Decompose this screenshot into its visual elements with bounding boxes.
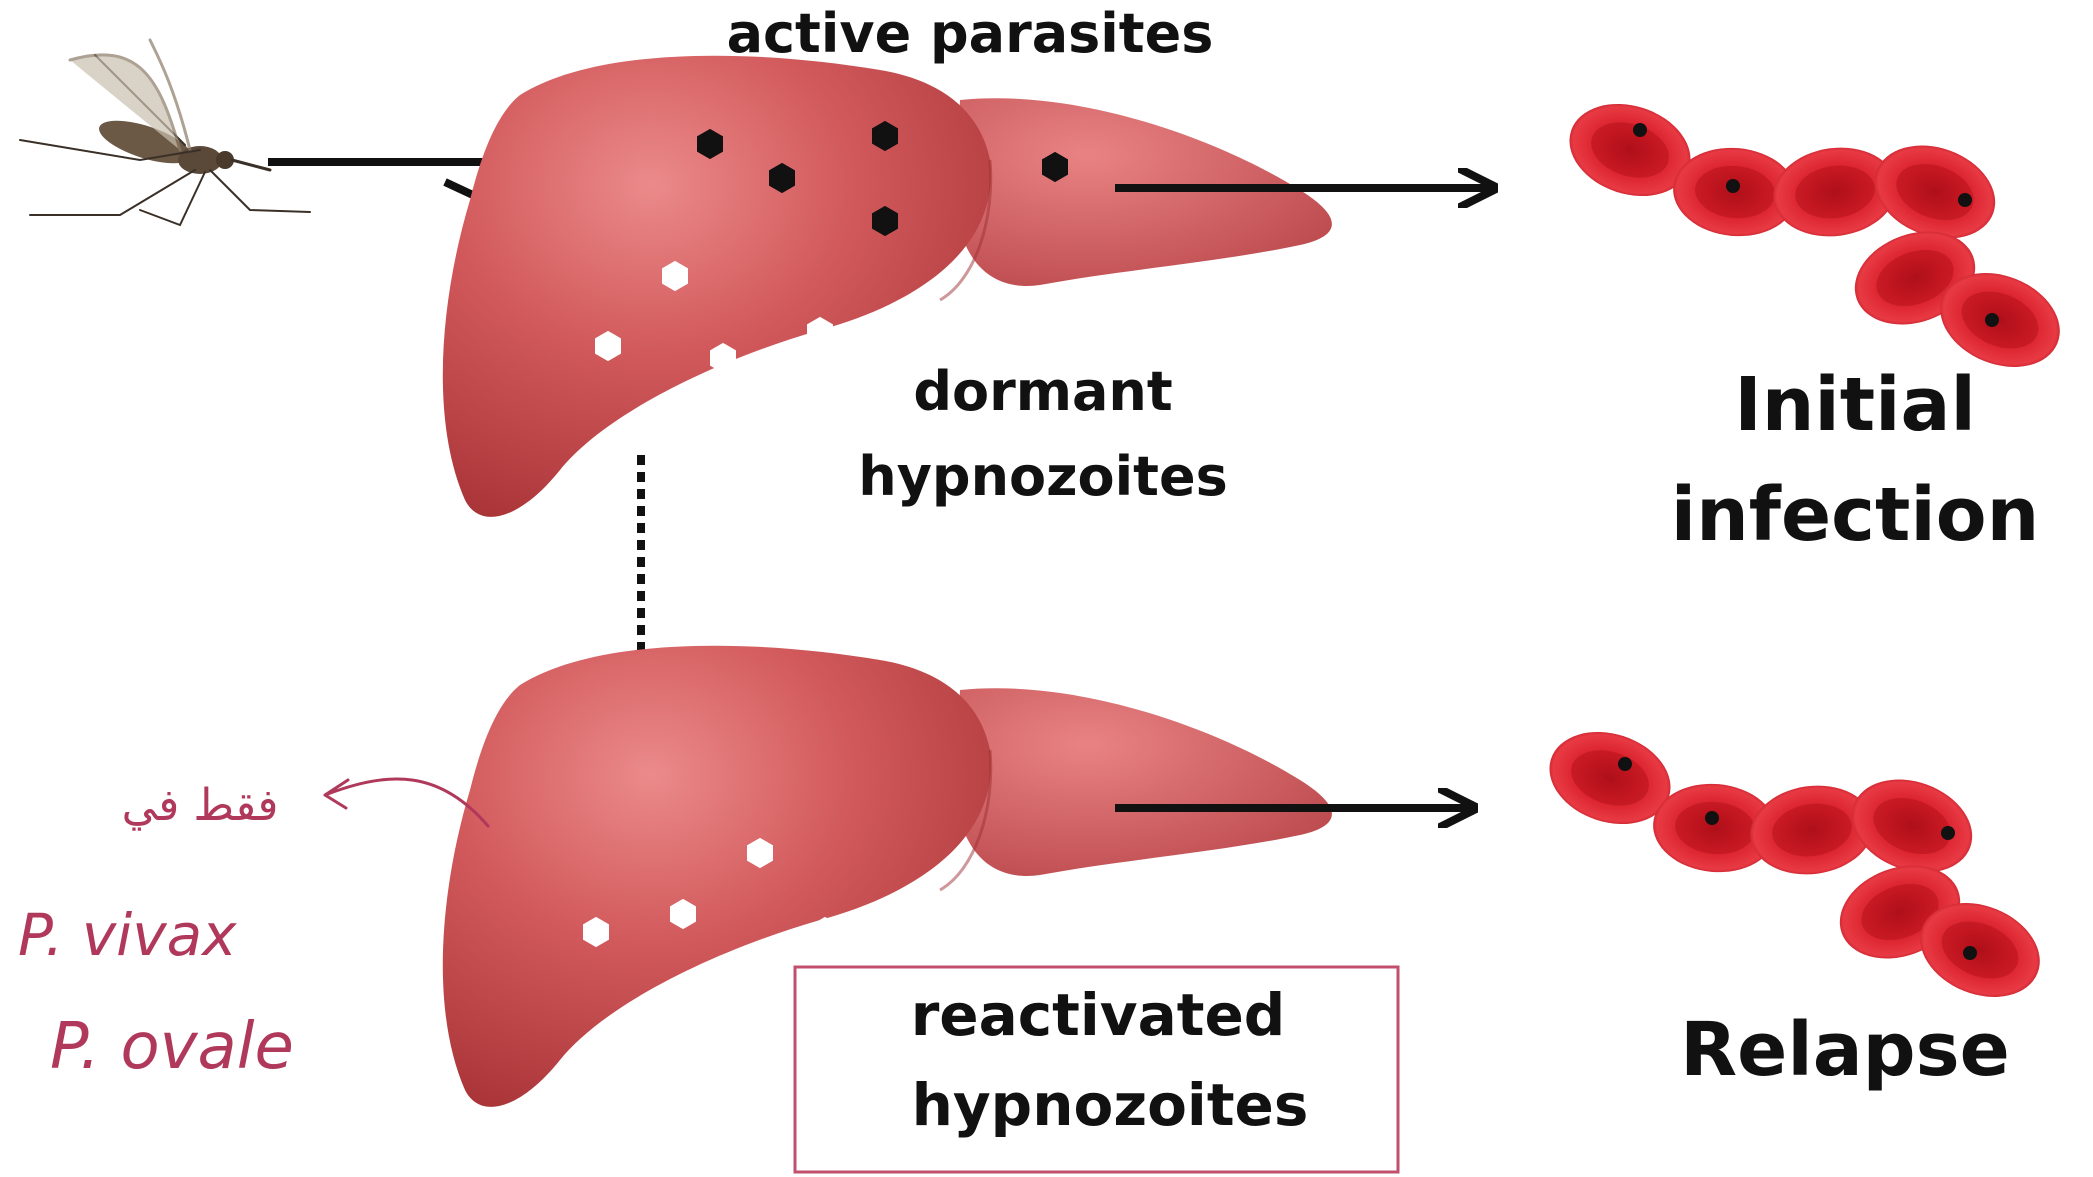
handwritten-arabic-note: فقط في bbox=[122, 780, 279, 831]
label-reactivated-line2: hypnozoites bbox=[912, 1071, 1309, 1139]
handwritten-species-ovale: P. ovale bbox=[50, 1010, 294, 1084]
mosquito-icon bbox=[20, 40, 310, 225]
label-relapse: Relapse bbox=[1680, 1007, 2010, 1093]
label-active-parasites: active parasites bbox=[727, 2, 1214, 65]
label-reactivated-line1: reactivated bbox=[911, 981, 1286, 1049]
label-initial-line2: infection bbox=[1671, 472, 2040, 558]
handwritten-species-vivax: P. vivax bbox=[18, 901, 237, 969]
red-blood-cell-icon-relapse bbox=[1537, 717, 2054, 1014]
label-dormant-line2: hypnozoites bbox=[858, 445, 1227, 508]
red-blood-cell-icon-initial bbox=[1557, 89, 2074, 384]
label-initial-line1: Initial bbox=[1734, 362, 1976, 448]
label-dormant-line1: dormant bbox=[913, 360, 1172, 423]
